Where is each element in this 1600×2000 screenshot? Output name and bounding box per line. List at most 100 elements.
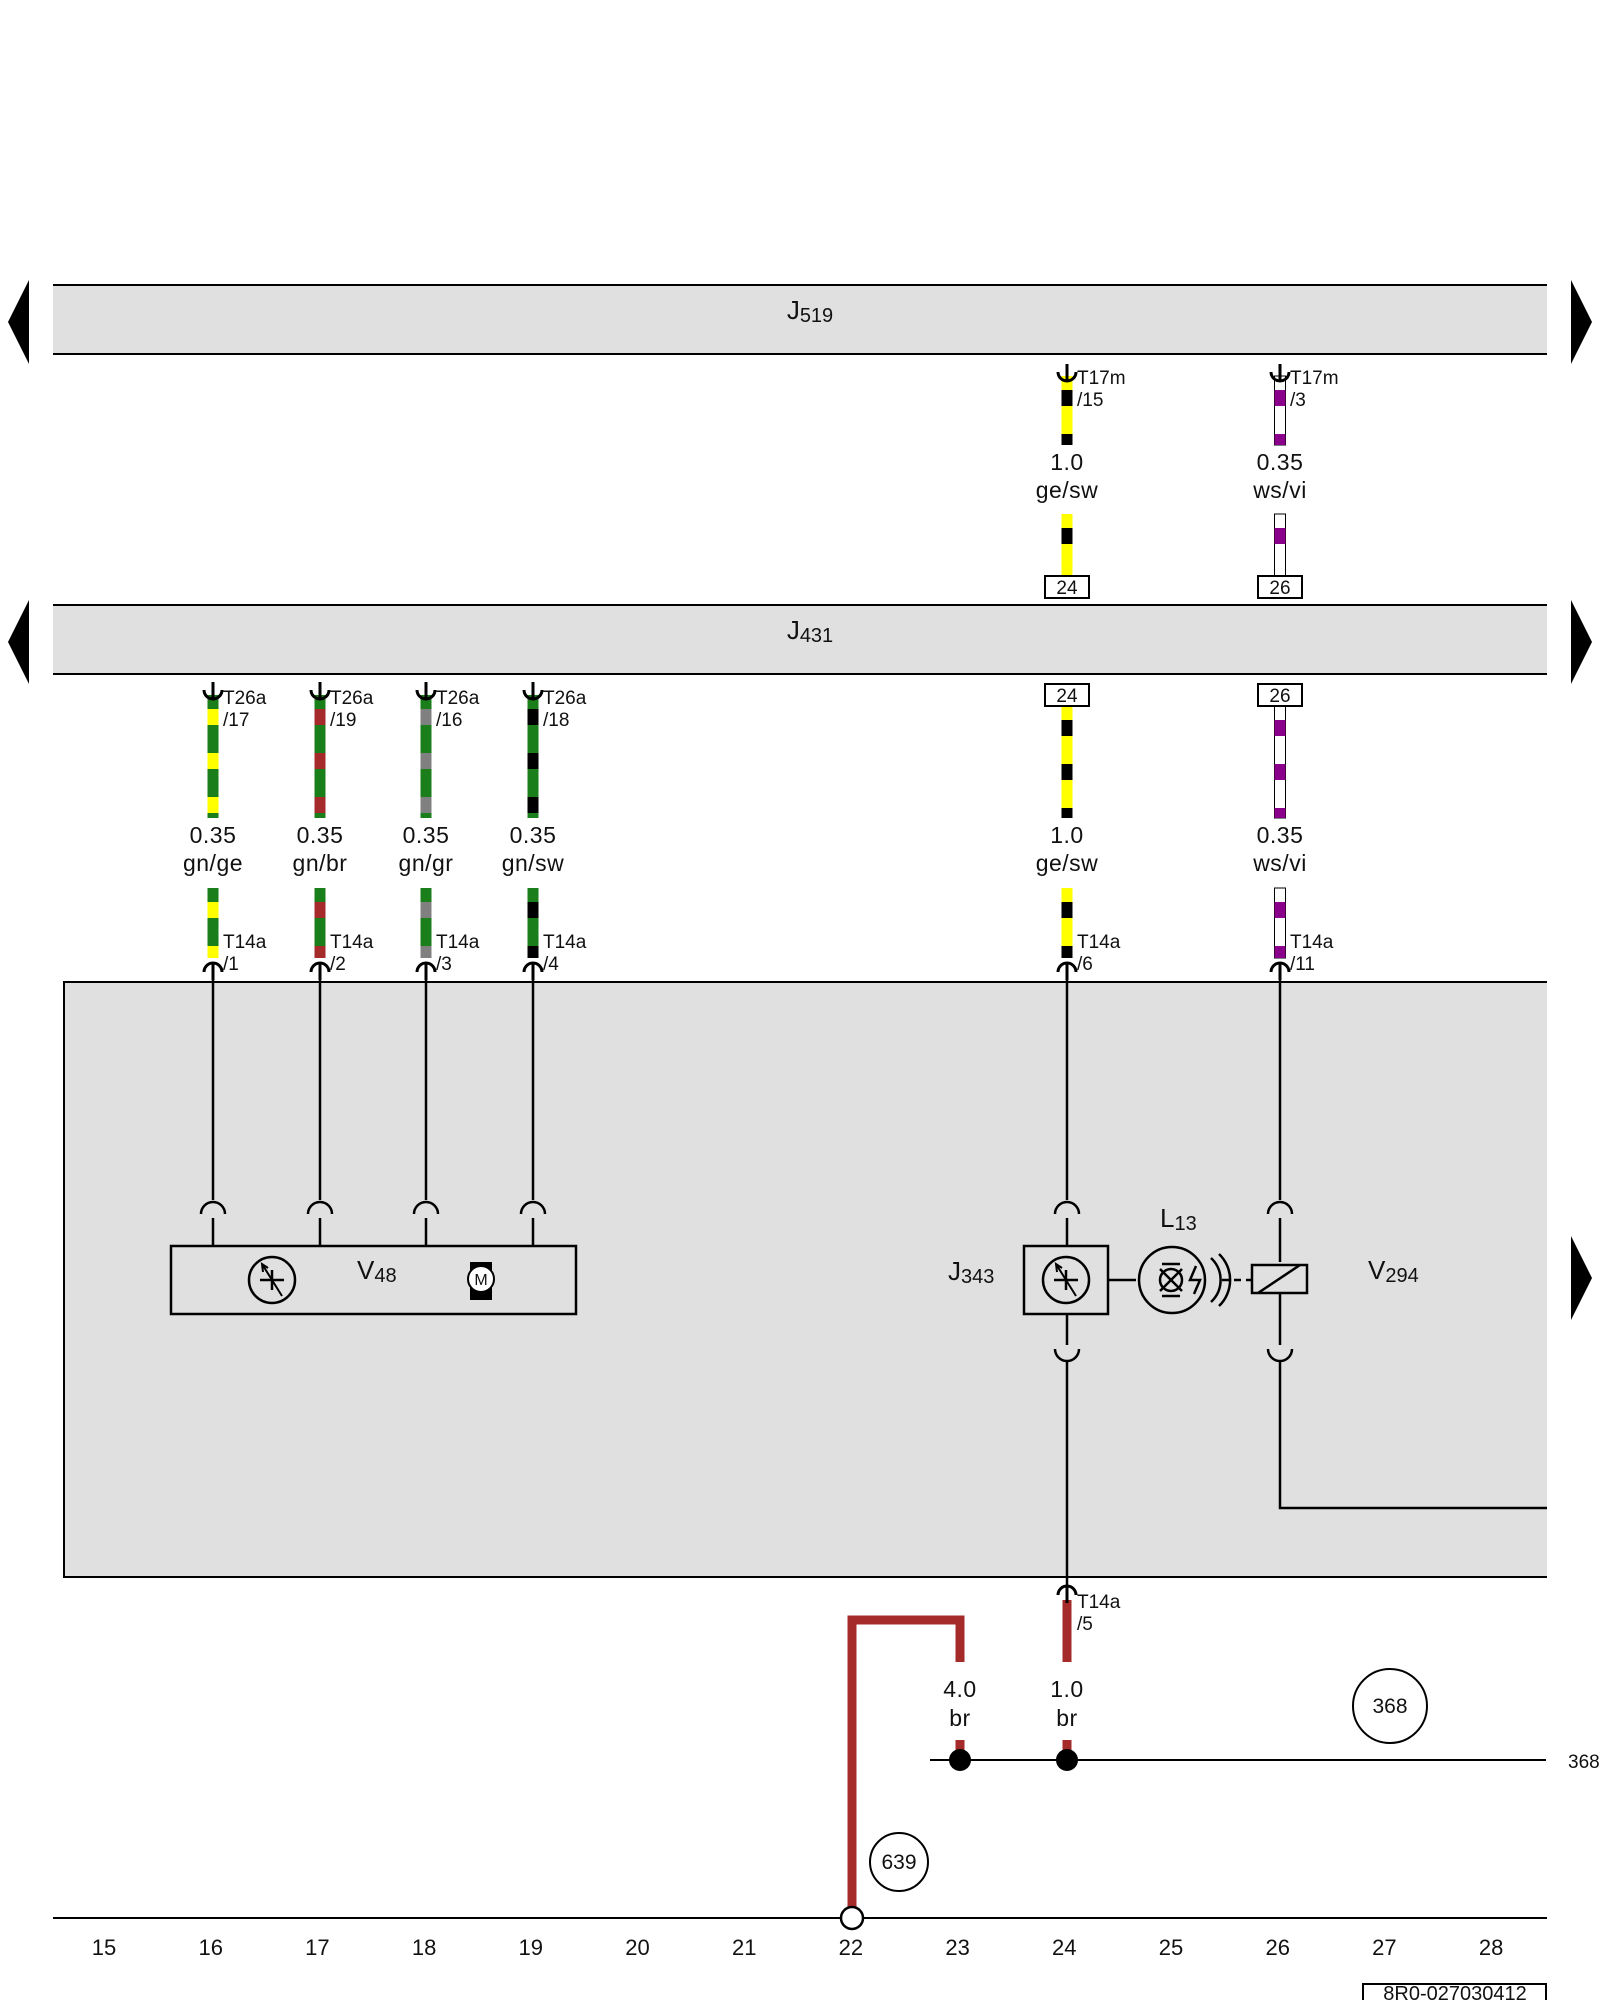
j431-wire-color-5: ge/sw [1036,850,1099,876]
lamp-connector-5 [1056,961,1078,980]
j431-wire-lower-5 [1061,888,1073,958]
prev-page-arrow-top[interactable] [8,280,29,364]
ground-point-639 [869,1832,929,1892]
j431-connector-1-pin: /17 [223,710,249,731]
ground-splice-24 [1056,1749,1078,1771]
j431-connector-2-pin: /19 [330,710,356,731]
j431-wire-color-3: gn/gr [399,850,454,876]
axis-number: 18 [412,1935,436,1960]
l13-component-label: L13 [1160,1203,1197,1235]
j431-connector-3 [415,682,437,701]
axis-number: 27 [1372,1935,1396,1960]
j519-connector-2 [1269,364,1291,383]
j519-wire-upper-2 [1274,375,1286,446]
lamp-connector-6-pin: /11 [1290,954,1315,975]
j431-module-bar [53,605,1547,674]
lamp-connector-2 [309,961,331,980]
axis-number: 17 [305,1935,329,1960]
axis-number: 22 [839,1935,863,1960]
next-page-arrow-middle[interactable] [1571,600,1592,684]
j519-connector-1 [1056,364,1078,383]
j431-wire-lower-4 [527,888,539,958]
j431-wire-color-1: gn/ge [183,850,243,876]
ground-wire-color-2: br [1056,1705,1077,1731]
j519-module-label: J519 [787,295,833,327]
v48-component-box [169,1244,578,1316]
j431-connector-1-name: T26a [223,688,267,709]
ground-connector [1056,1584,1078,1603]
j431-wire-gauge-6: 0.35 [1257,822,1304,848]
next-page-arrow-lower[interactable] [1571,1236,1592,1320]
j431-wire-upper-4 [527,695,539,818]
j431-connector-2 [309,682,331,701]
axis-number: 19 [519,1935,543,1960]
j431-wire-gauge-5: 1.0 [1050,822,1083,848]
wire-layer [207,375,1286,959]
j519-connector-2-name: T17m [1290,368,1339,389]
ground-wire-color-1: br [949,1705,970,1731]
svg-text:M: M [474,1272,487,1289]
wire-label-layer: T17m/151.0ge/swT17m/30.35ws/viT26a/170.3… [183,368,1339,1635]
pass-through-pin-bottom-2-label: 26 [1269,686,1290,707]
j519-wire-gauge-1: 1.0 [1050,449,1083,475]
lamp-connector-2-pin: /2 [330,954,346,975]
ground-connector-pin: /5 [1077,1614,1093,1635]
pass-through-pin-top-2 [1257,575,1303,599]
lamp-connector-3-pin: /3 [436,954,452,975]
ground-point-368 [1352,1668,1428,1744]
axis-number: 26 [1265,1935,1289,1960]
axis-number: 24 [1052,1935,1076,1960]
drawing-code: 8R0-027030412 [1383,1983,1526,2000]
axis-number: 25 [1159,1935,1183,1960]
j431-wire-gauge-1: 0.35 [190,822,237,848]
pass-through-pin-bottom-1-label: 24 [1056,686,1078,707]
pass-through-pin-top-2-label: 26 [1269,578,1290,599]
next-page-arrow-top[interactable] [1571,280,1592,364]
axis-number: 23 [945,1935,969,1960]
j519-wire-lower-1 [1061,514,1073,576]
ground-junction-22 [839,1905,865,1931]
lamp-connector-5-name: T14a [1077,932,1121,953]
inner-plug-arcs [199,1200,1294,1363]
motor-icon: M [467,1262,495,1300]
lamp-connector-2-name: T14a [330,932,374,953]
lamp-connector-4 [522,961,544,980]
internal-wires [211,968,1547,1592]
j431-module-label: J431 [787,615,833,647]
j431-wire-color-4: gn/sw [502,850,565,876]
pass-through-pin-top-1-label: 24 [1056,578,1078,599]
axis-number: 20 [625,1935,649,1960]
j431-connector-1 [202,682,224,701]
lamp-connector-6 [1269,961,1291,980]
j431-wire-lower-6 [1274,887,1286,959]
j519-connector-2-pin: /3 [1290,390,1306,411]
j431-connector-3-name: T26a [436,688,480,709]
lamp-connector-1 [202,961,224,980]
j431-wire-color-6: ws/vi [1252,850,1307,876]
v294-solenoid-icon [1250,1263,1309,1295]
j431-connector-2-name: T26a [330,688,374,709]
lamp-connector-6-name: T14a [1290,932,1334,953]
axis-number: 21 [732,1935,756,1960]
j343-component-label: J343 [948,1256,994,1288]
lamp-connector-5-pin: /6 [1077,954,1093,975]
axis-number: 28 [1479,1935,1503,1960]
lamp-connector-3 [415,961,437,980]
j519-wire-upper-1 [1061,376,1073,445]
j431-wire-upper-2 [314,695,326,818]
lamp-connector-4-name: T14a [543,932,587,953]
ground-point-368-label: 368 [1372,1695,1407,1718]
v294-component-label: V294 [1368,1255,1419,1287]
pass-through-pin-top-1 [1044,575,1090,599]
ground-wire-gauge-2: 1.0 [1050,1676,1083,1702]
j431-wire-upper-3 [420,695,432,818]
prev-page-arrow-middle[interactable] [8,600,29,684]
j431-wire-upper-1 [207,695,219,818]
ground-line-ref: 368 [1568,1752,1600,1773]
pass-through-pin-bottom-2 [1257,683,1303,707]
discharge-bulb-icon [1137,1245,1232,1315]
lamp-connector-1-name: T14a [223,932,267,953]
j519-module-bar [53,285,1547,354]
